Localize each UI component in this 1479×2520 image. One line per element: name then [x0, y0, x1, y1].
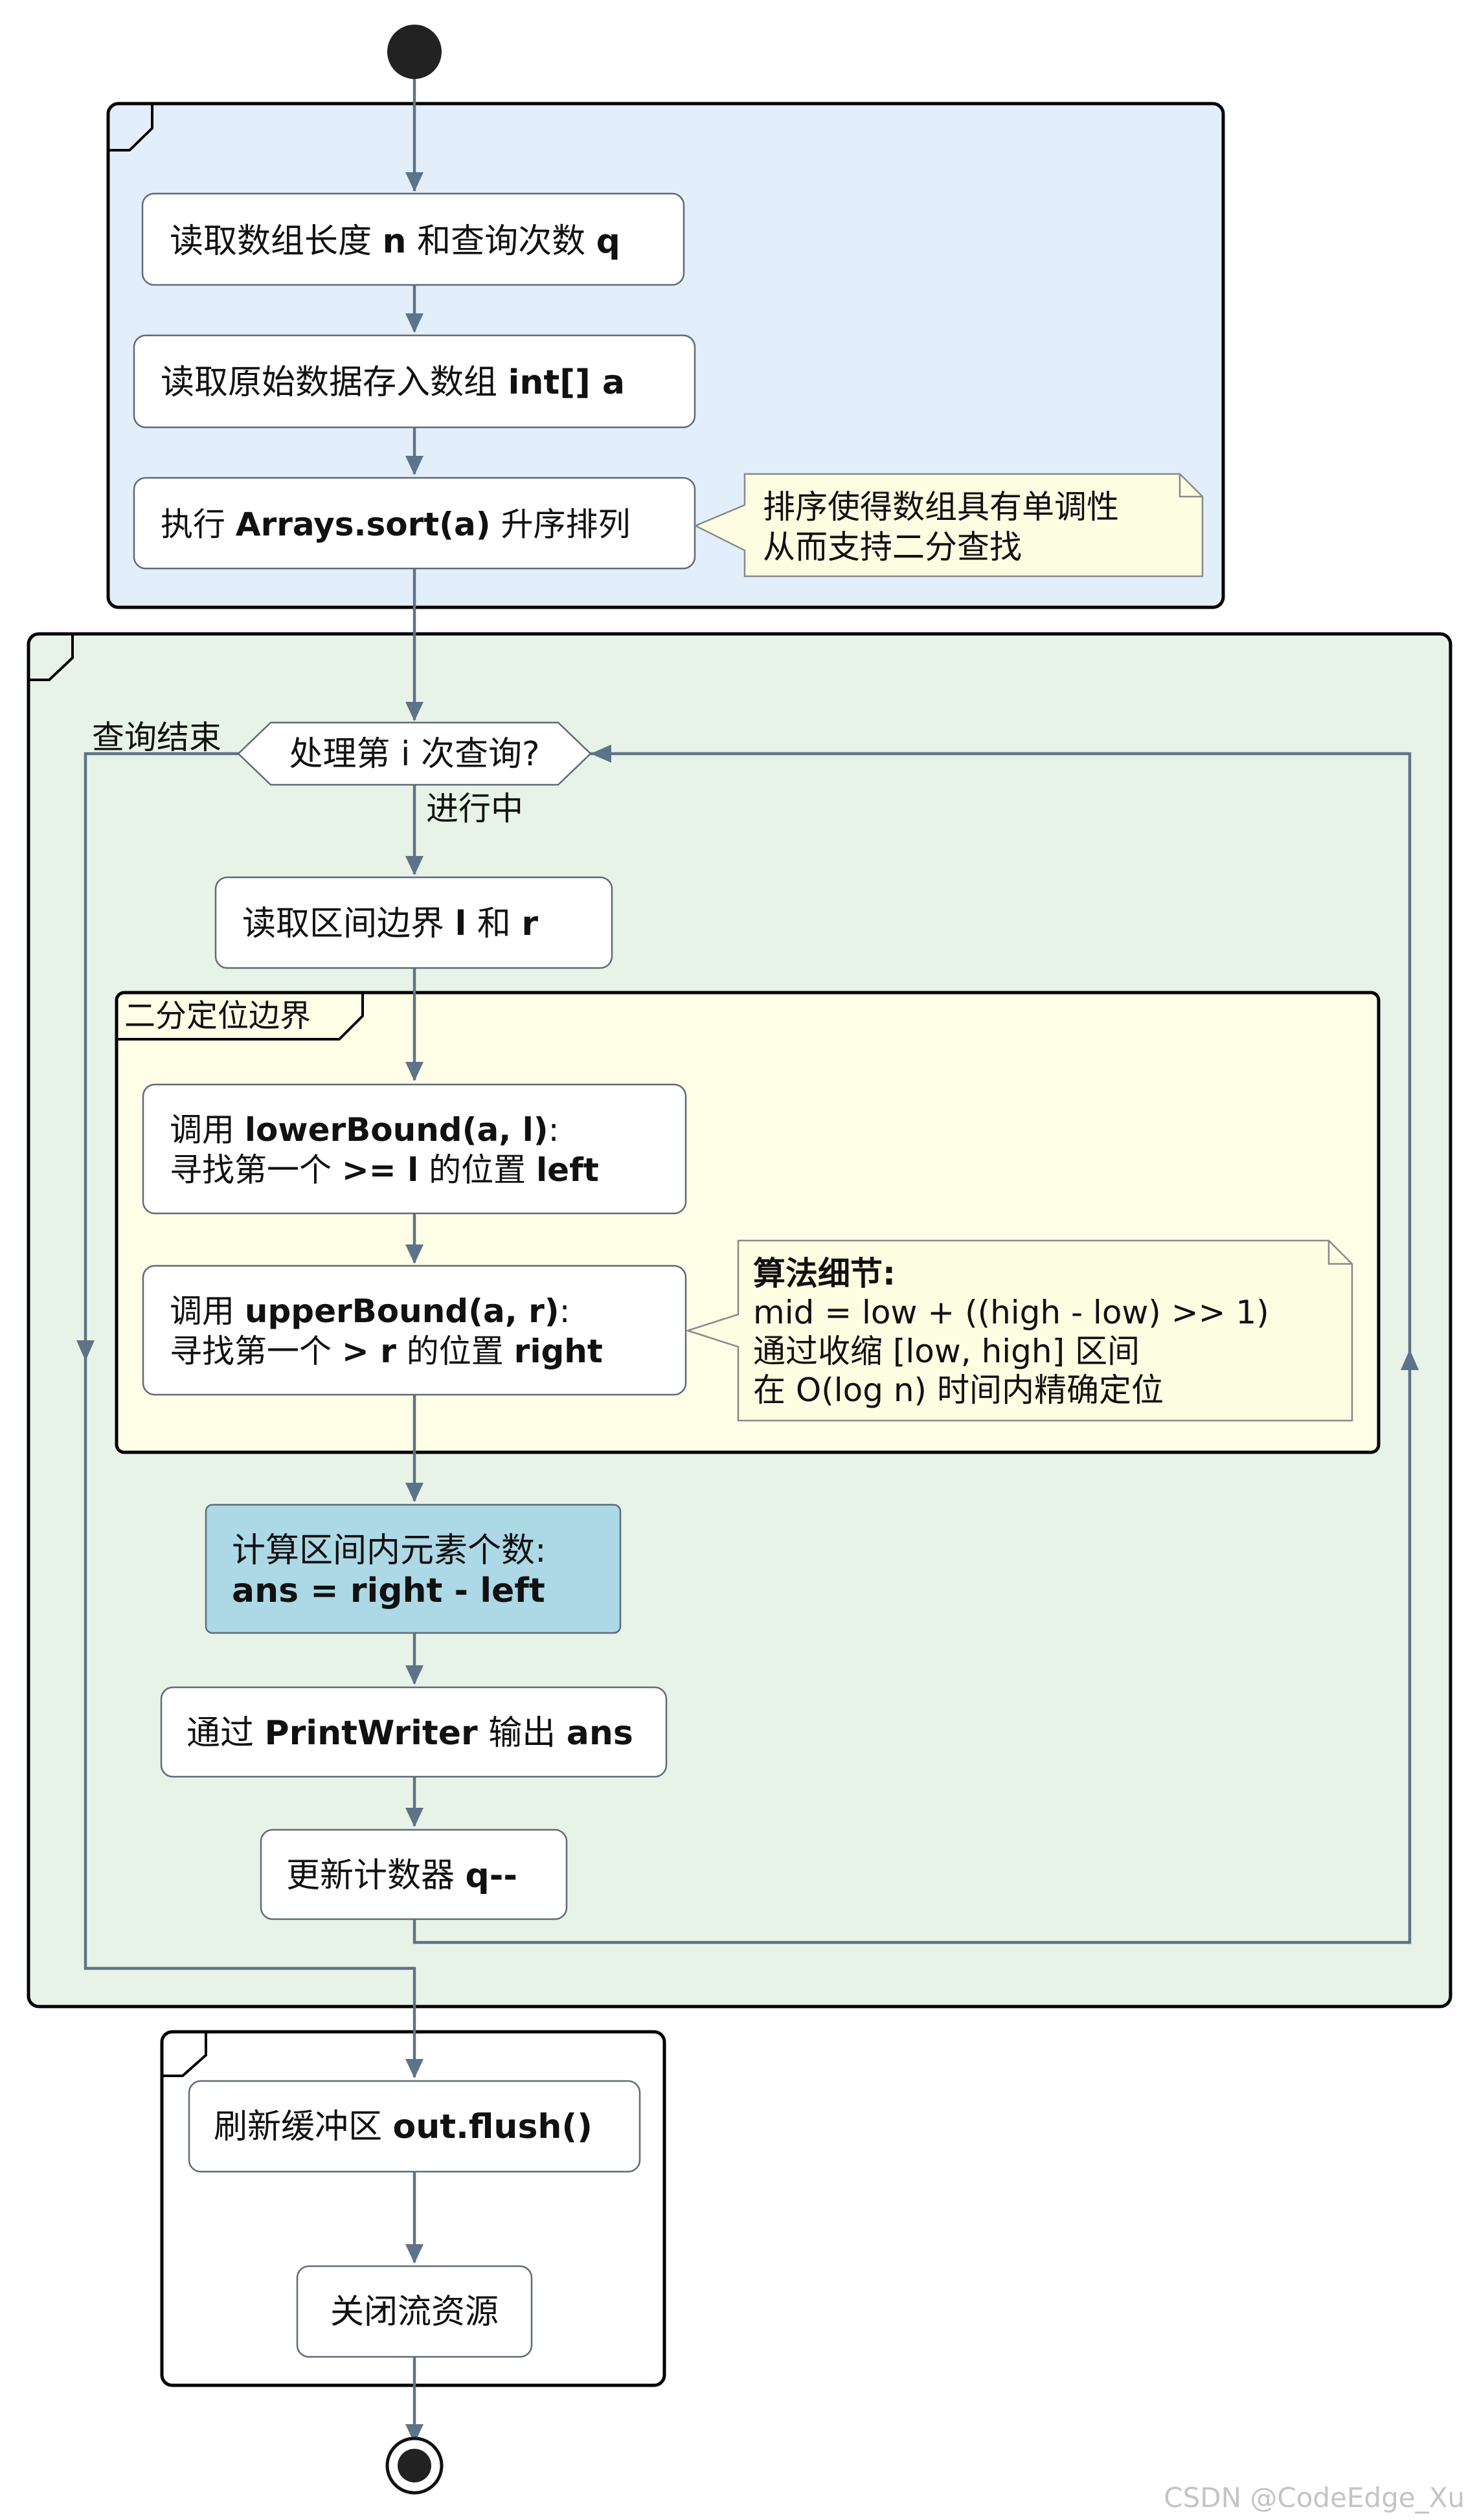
close-label: 关闭流资源 — [330, 2293, 499, 2332]
action-lower-bound: 调用 lowerBound(a, l): 寻找第一个 >= l 的位置 left — [142, 1083, 687, 1215]
upper-op: > r — [342, 1333, 396, 1370]
decision-yes-label: 进行中 — [426, 790, 523, 827]
note-algo-line3: 在 O(log n) 时间内精确定位 — [753, 1371, 1164, 1409]
action-read-array: 读取原始数据存入数组 int[] a — [133, 334, 696, 429]
flow-connectors — [84, 52, 1412, 2442]
var-n: n — [383, 222, 407, 261]
svg-text:通过 PrintWriter 输出 ans: 通过 PrintWriter 输出 ans — [186, 1714, 633, 1753]
upper-l2-prefix: 寻找第一个 — [170, 1333, 342, 1370]
svg-text:调用 lowerBound(a, l):: 调用 lowerBound(a, l): — [170, 1111, 559, 1149]
action-read-lr: 读取区间边界 l 和 r — [214, 876, 613, 969]
lower-prefix: 调用 — [170, 1111, 245, 1149]
sort-suffix: 升序排列 — [491, 506, 631, 543]
svg-text:寻找第一个 >= l 的位置 left: 寻找第一个 >= l 的位置 left — [170, 1151, 599, 1189]
var-q: q — [596, 222, 620, 261]
upper-l2-mid: 的位置 — [396, 1333, 514, 1370]
upper-code: upperBound(a, r) — [245, 1292, 559, 1330]
compute-line2: ans = right - left — [232, 1571, 545, 1610]
read-array-prefix: 读取原始数据存入数组 — [161, 363, 508, 402]
lower-op: >= l — [342, 1151, 418, 1189]
print-var: ans — [567, 1714, 633, 1753]
svg-text:读取数组长度 n 和查询次数 q: 读取数组长度 n 和查询次数 q — [170, 222, 620, 261]
upper-prefix: 调用 — [170, 1292, 245, 1330]
note-sort-line2: 从而支持二分查找 — [763, 528, 1022, 566]
note-sort: 排序使得数组具有单调性 从而支持二分查找 — [694, 473, 1204, 578]
svg-text:读取原始数据存入数组 int[] a: 读取原始数据存入数组 int[] a — [161, 363, 625, 402]
action-flush: 刷新缓冲区 out.flush() — [188, 2080, 641, 2173]
svg-text:执行 Arrays.sort(a) 升序排列: 执行 Arrays.sort(a) 升序排列 — [161, 506, 631, 543]
read-lr-prefix: 读取区间边界 — [242, 905, 455, 943]
note-algo-line1: mid = low + ((high - low) >> 1) — [753, 1294, 1269, 1331]
sort-prefix: 执行 — [161, 506, 236, 543]
upper-var: right — [514, 1333, 603, 1370]
note-algo-title: 算法细节: — [753, 1255, 896, 1292]
lower-l2-prefix: 寻找第一个 — [170, 1151, 342, 1189]
action-compute: 计算区间内元素个数: ans = right - left — [205, 1503, 622, 1634]
read-n-q-prefix: 读取数组长度 — [170, 222, 383, 261]
compute-line1: 计算区间内元素个数: — [232, 1531, 547, 1570]
flush-prefix: 刷新缓冲区 — [214, 2108, 393, 2146]
svg-text:刷新缓冲区 out.flush(): 刷新缓冲区 out.flush() — [214, 2108, 593, 2146]
lower-var: left — [536, 1151, 599, 1189]
print-code: PrintWriter — [265, 1714, 478, 1753]
lower-colon: : — [548, 1111, 559, 1149]
svg-text:更新计数器 q--: 更新计数器 q-- — [286, 1856, 517, 1895]
note-sort-line1: 排序使得数组具有单调性 — [763, 488, 1119, 526]
read-n-q-mid: 和查询次数 — [407, 222, 596, 261]
read-lr-mid: 和 — [466, 905, 521, 943]
note-algorithm: 算法细节: mid = low + ((high - low) >> 1) 通过… — [684, 1239, 1353, 1422]
note-algo-line2: 通过收缩 [low, high] 区间 — [753, 1333, 1140, 1370]
decision-label: 处理第 i 次查询? — [289, 735, 539, 774]
array-type: int[] a — [508, 363, 625, 402]
decision-no-label: 查询结束 — [92, 719, 221, 756]
lower-l2-mid: 的位置 — [418, 1151, 536, 1189]
action-upper-bound: 调用 upperBound(a, r): 寻找第一个 > r 的位置 right — [142, 1265, 687, 1396]
flow-arrowheads — [76, 172, 1419, 2444]
sort-code: Arrays.sort(a) — [236, 506, 491, 543]
svg-text:读取区间边界 l 和 r: 读取区间边界 l 和 r — [242, 905, 538, 943]
action-close: 关闭流资源 — [296, 2265, 533, 2358]
flush-code: out.flush() — [393, 2108, 593, 2146]
start-node — [387, 25, 442, 79]
print-mid: 输出 — [478, 1714, 567, 1753]
svg-text:调用 upperBound(a, r):: 调用 upperBound(a, r): — [170, 1292, 570, 1330]
lower-code: lowerBound(a, l) — [245, 1111, 548, 1149]
var-l: l — [455, 905, 467, 943]
print-prefix: 通过 — [186, 1714, 265, 1753]
end-node — [385, 2436, 444, 2495]
svg-text:寻找第一个 > r 的位置 right: 寻找第一个 > r 的位置 right — [170, 1333, 603, 1370]
decision-query: 处理第 i 次查询? — [237, 721, 592, 786]
watermark: CSDN @CodeEdge_Xu — [1164, 2482, 1465, 2514]
action-sort: 执行 Arrays.sort(a) 升序排列 — [133, 477, 696, 570]
action-print: 通过 PrintWriter 输出 ans — [160, 1686, 668, 1778]
update-prefix: 更新计数器 — [286, 1856, 466, 1895]
group-label: 二分定位边界 — [124, 998, 311, 1034]
update-code: q-- — [466, 1856, 517, 1895]
action-update: 更新计数器 q-- — [260, 1828, 568, 1920]
upper-colon: : — [559, 1292, 570, 1330]
var-r: r — [521, 905, 538, 943]
action-read-n-q: 读取数组长度 n 和查询次数 q — [141, 192, 685, 286]
